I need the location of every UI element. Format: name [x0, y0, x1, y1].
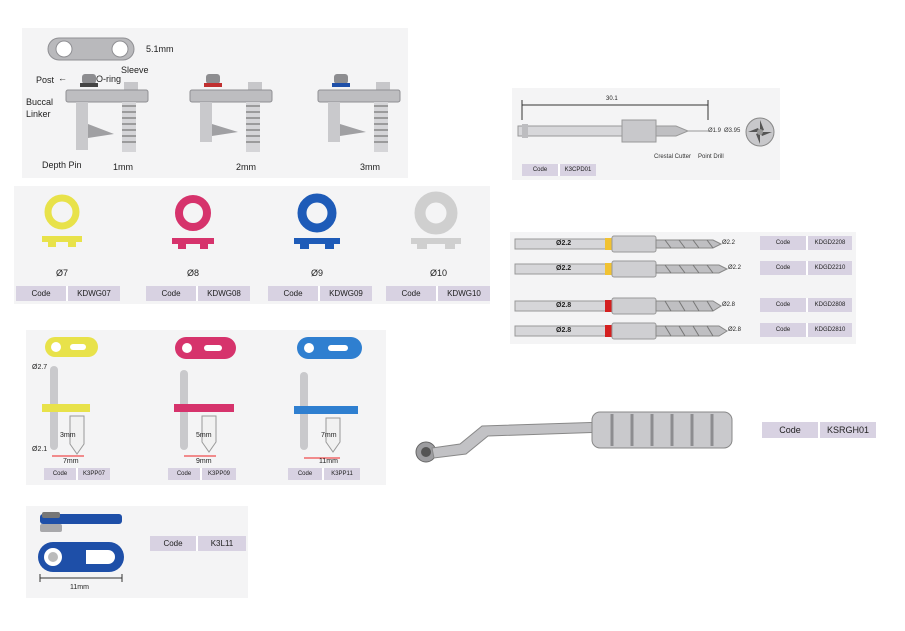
washer-ring-icon	[44, 194, 80, 230]
cutter-label-point: Point Drill	[698, 154, 724, 160]
wrench-image	[415, 411, 733, 463]
drill-image	[514, 235, 723, 253]
drill-image	[514, 260, 729, 278]
cutter-end-icon	[745, 117, 775, 147]
pin-clip-icon	[175, 337, 236, 359]
cutter-image	[517, 119, 708, 143]
drill-tip-label: Ø2.2	[722, 240, 736, 246]
pin-bottom-diameter: Ø2.1	[32, 446, 48, 453]
callout-buccal: Buccal Linker	[26, 97, 54, 119]
drill-shaft-label: Ø2.8	[556, 302, 572, 309]
drill-image	[514, 297, 722, 315]
washer-side-icon	[42, 236, 82, 247]
linker-top-image	[40, 512, 122, 532]
pin-top-diameter: Ø2.7	[32, 364, 48, 371]
drill-shaft-label: Ø2.2	[556, 265, 572, 272]
pin-clip-icon	[45, 337, 98, 357]
drill-shaft-label: Ø2.2	[556, 240, 572, 247]
drill-tip-label: Ø2.8	[722, 302, 736, 308]
washer-side-icon	[172, 238, 214, 249]
callout-oring: O-ring	[96, 74, 122, 84]
washer-side-icon	[294, 238, 340, 249]
washer-diameter: Ø7	[56, 268, 69, 278]
washer-ring-icon	[297, 193, 337, 233]
callout-depth-pin: Depth Pin	[42, 160, 82, 170]
guide-width-label: 5.1mm	[146, 44, 174, 54]
linker-length: 11mm	[70, 584, 89, 591]
washer-ring-icon	[414, 191, 458, 235]
washer-ring-icon	[175, 195, 211, 231]
guide-assembly-2	[189, 74, 273, 152]
washer-diameter: Ø10	[430, 268, 448, 278]
pin-body	[42, 366, 90, 457]
depth-label-1: 1mm	[113, 162, 133, 172]
arrow-left-icon: ←	[58, 73, 67, 83]
drill-image	[514, 322, 728, 340]
linker-front-image	[38, 542, 124, 572]
washer-diameter: Ø9	[311, 268, 324, 278]
callout-sleeve: Sleeve	[121, 65, 149, 75]
pin-length: 7mm	[63, 458, 79, 465]
guide-assembly-1	[65, 74, 149, 152]
cutter-diameter-1: Ø1.9	[708, 128, 722, 134]
cutter-length: 30.1	[606, 96, 618, 102]
cutter-dimension-line	[521, 100, 709, 120]
drill-shaft-label: Ø2.8	[556, 327, 572, 334]
drill-tip-label: Ø2.8	[728, 327, 742, 333]
drill-tip-label: Ø2.2	[728, 265, 742, 271]
guide-assembly-3	[317, 74, 401, 152]
pin-depth: 3mm	[60, 432, 76, 439]
washer-side-icon	[411, 238, 461, 249]
washers-panel	[14, 186, 490, 304]
pin-depth: 7mm	[321, 432, 337, 439]
pin-depth: 5mm	[196, 432, 212, 439]
guide-bar-image	[47, 37, 135, 61]
pin-clip-icon	[297, 337, 362, 359]
pin-body	[294, 372, 358, 459]
depth-label-3: 3mm	[360, 162, 380, 172]
pin-length: 11mm	[319, 458, 338, 465]
cutter-label-crestal: Crestal Cutter	[654, 154, 692, 160]
callout-post: Post	[36, 75, 55, 85]
cutter-diameter-2: Ø3.95	[724, 128, 741, 134]
washer-diameter: Ø8	[187, 268, 200, 278]
linker-dimension-line	[39, 574, 123, 582]
pin-body	[174, 370, 234, 457]
depth-label-2: 2mm	[236, 162, 256, 172]
pin-length: 9mm	[196, 458, 212, 465]
